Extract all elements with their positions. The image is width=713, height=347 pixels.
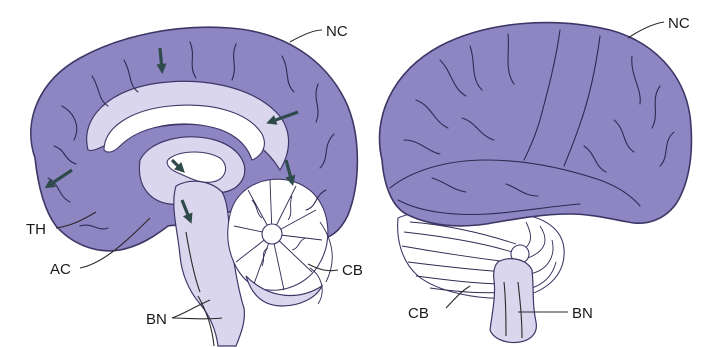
label-bn-right: BN xyxy=(572,305,593,322)
label-th: TH xyxy=(26,221,46,238)
label-cb-right: CB xyxy=(408,305,429,322)
arrow-icon xyxy=(160,48,162,70)
lateral-view: NC CB BN xyxy=(379,15,691,343)
label-nc-right: NC xyxy=(668,15,690,32)
brainstem-lateral xyxy=(490,259,536,343)
label-cb-left: CB xyxy=(342,262,363,279)
label-nc-left: NC xyxy=(326,23,348,40)
label-bn-left: BN xyxy=(146,311,167,328)
cerebellum-medial xyxy=(228,179,333,306)
label-ac: AC xyxy=(50,261,71,278)
medial-view: NC TH AC CB BN xyxy=(26,23,363,346)
